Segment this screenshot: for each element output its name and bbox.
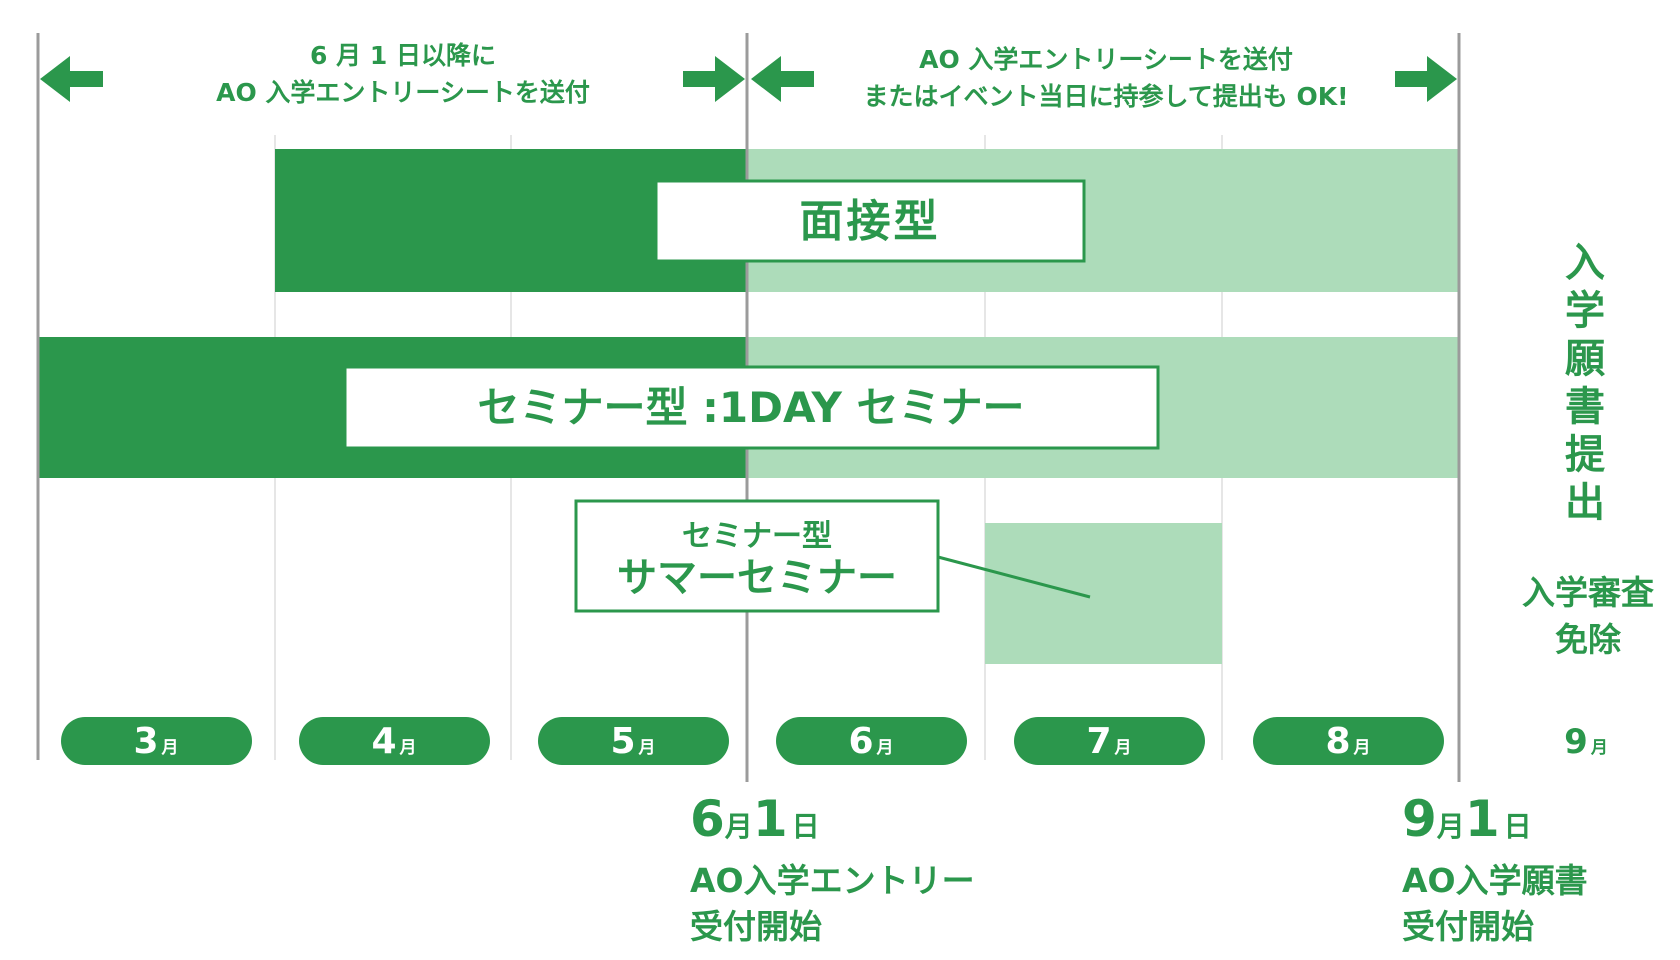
summer-seminar-bar bbox=[985, 523, 1222, 664]
vertical-char: 学 bbox=[1565, 288, 1605, 334]
month-pill-jun bbox=[776, 717, 967, 765]
vertical-char: 出 bbox=[1565, 480, 1605, 526]
arrow-left-icon bbox=[751, 56, 814, 102]
seminar-label-box bbox=[343, 365, 1160, 450]
summer-callout-line bbox=[937, 555, 1091, 599]
application-submit-vertical: 入 学 願 書 提 出 bbox=[1565, 240, 1605, 526]
arrow-right-icon bbox=[1395, 56, 1457, 102]
right-note-line1: AO 入学エントリーシートを送付 bbox=[919, 45, 1293, 74]
exam-exempt-line2: 免除 bbox=[1555, 620, 1622, 659]
arrow-left-icon bbox=[40, 56, 103, 102]
summer-label-line1: セミナー型 bbox=[682, 519, 832, 554]
vertical-char: 提 bbox=[1565, 432, 1605, 478]
interview-label-box bbox=[654, 179, 1086, 263]
left-note-line1: 6 月 1 日以降に bbox=[310, 41, 496, 70]
exam-exempt-line1: 入学審査 bbox=[1522, 573, 1654, 612]
month-pill-mar bbox=[61, 717, 252, 765]
summer-label-line2: サマーセミナー bbox=[617, 555, 897, 601]
milestone-jun-line1: AO入学エントリー bbox=[690, 861, 975, 900]
vertical-char: 入 bbox=[1565, 240, 1605, 286]
vertical-char: 書 bbox=[1565, 384, 1605, 430]
milestone-sep-line2: 受付開始 bbox=[1402, 907, 1534, 946]
summer-label-box bbox=[574, 499, 940, 613]
left-note-line2: AO 入学エントリーシートを送付 bbox=[216, 78, 590, 107]
interview-label: 面接型 bbox=[800, 196, 941, 247]
seminar-label: セミナー型 :1DAY セミナー bbox=[477, 383, 1024, 432]
month-pill-aug bbox=[1253, 717, 1444, 765]
month-pill-jul bbox=[1014, 717, 1205, 765]
month-pill-may bbox=[538, 717, 729, 765]
month-pill-apr bbox=[299, 717, 490, 765]
arrow-right-icon bbox=[683, 56, 745, 102]
milestone-sep-line1: AO入学願書 bbox=[1402, 861, 1588, 900]
right-note-line2: またはイベント当日に持参して提出も OK! bbox=[864, 82, 1349, 111]
milestone-jun-line2: 受付開始 bbox=[690, 907, 822, 946]
vertical-char: 願 bbox=[1565, 336, 1605, 382]
arrows bbox=[40, 56, 1457, 102]
